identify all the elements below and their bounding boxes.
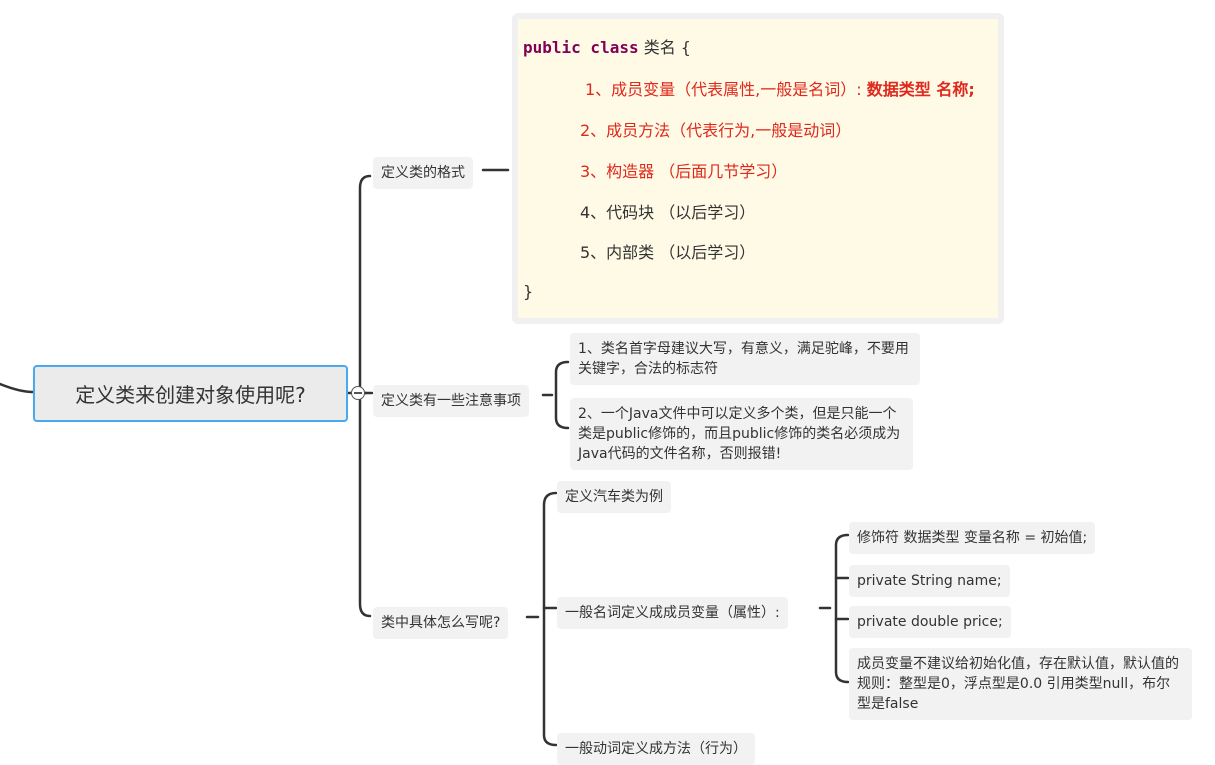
connector-notes-children — [554, 360, 570, 430]
topic-methods-label: 一般动词定义成方法（行为） — [565, 741, 747, 757]
member-var-price[interactable]: private double price; — [849, 606, 1011, 638]
member-var-price-text: private double price; — [857, 614, 1003, 630]
topic-member-variables[interactable]: 一般名词定义成成员变量（属性）: — [557, 597, 788, 629]
connector-in — [0, 382, 35, 394]
member-var-syntax-text: 修饰符 数据类型 变量名称 = 初始值; — [857, 530, 1088, 546]
topic-class-notes[interactable]: 定义类有一些注意事项 — [373, 385, 529, 417]
topic-class-format[interactable]: 定义类的格式 — [373, 157, 473, 189]
attention-item-1-text: 1、类名首字母建议大写，有意义，满足驼峰，不要用关键字，合法的标志符 — [578, 341, 909, 377]
topic-class-format-label: 定义类的格式 — [381, 165, 465, 181]
member-var-default-values[interactable]: 成员变量不建议给初始化值，存在默认值，默认值的规则：整型是0，浮点型是0.0 引… — [849, 648, 1192, 720]
class-name-text: 类名 { — [643, 38, 691, 57]
note-line-item5: 5、内部类 （以后学习） — [580, 243, 756, 262]
keyword-public-class: public class — [523, 38, 639, 57]
connector-membervar-children — [834, 533, 850, 684]
note-line-item2: 2、成员方法（代表行为,一般是动词） — [580, 121, 852, 140]
connector-howto-children — [542, 491, 558, 747]
note-line-item1: 1、成员变量（代表属性,一般是名词）: 数据类型 名称; — [585, 76, 975, 100]
item1-text: 1、成员变量（代表属性,一般是名词）: — [585, 80, 862, 99]
member-var-default-values-text: 成员变量不建议给初始化值，存在默认值，默认值的规则：整型是0，浮点型是0.0 引… — [857, 656, 1179, 712]
root-topic-label: 定义类来创建对象使用呢? — [75, 383, 306, 407]
note-line-item3: 3、构造器 （后面几节学习） — [580, 162, 788, 181]
member-var-name-text: private String name; — [857, 573, 1002, 589]
note-line-close: } — [523, 282, 534, 301]
item1-bold-text: 数据类型 名称; — [866, 80, 975, 99]
class-format-note[interactable]: public class 类名 { 1、成员变量（代表属性,一般是名词）: 数据… — [512, 13, 1004, 324]
attention-item-1[interactable]: 1、类名首字母建议大写，有意义，满足驼峰，不要用关键字，合法的标志符 — [570, 333, 920, 385]
topic-howto-label: 类中具体怎么写呢? — [381, 615, 501, 631]
class-format-note-body: public class 类名 { 1、成员变量（代表属性,一般是名词）: 数据… — [518, 19, 998, 318]
topic-car-example[interactable]: 定义汽车类为例 — [557, 481, 671, 513]
collapse-toggle-icon[interactable] — [351, 386, 365, 400]
attention-item-2-text: 2、一个Java文件中可以定义多个类，但是只能一个类是public修饰的，而且p… — [578, 406, 901, 462]
member-var-name[interactable]: private String name; — [849, 565, 1010, 597]
note-line-header: public class 类名 { — [523, 34, 691, 58]
attention-item-2[interactable]: 2、一个Java文件中可以定义多个类，但是只能一个类是public修饰的，而且p… — [570, 398, 913, 470]
root-topic[interactable]: 定义类来创建对象使用呢? — [33, 365, 348, 422]
topic-car-example-label: 定义汽车类为例 — [565, 489, 663, 505]
topic-howto[interactable]: 类中具体怎么写呢? — [373, 607, 509, 639]
note-line-item4: 4、代码块 （以后学习） — [580, 203, 756, 222]
topic-class-notes-label: 定义类有一些注意事项 — [381, 393, 521, 409]
topic-methods[interactable]: 一般动词定义成方法（行为） — [557, 733, 755, 765]
member-var-syntax[interactable]: 修饰符 数据类型 变量名称 = 初始值; — [849, 522, 1096, 554]
topic-member-variables-label: 一般名词定义成成员变量（属性）: — [565, 605, 780, 621]
